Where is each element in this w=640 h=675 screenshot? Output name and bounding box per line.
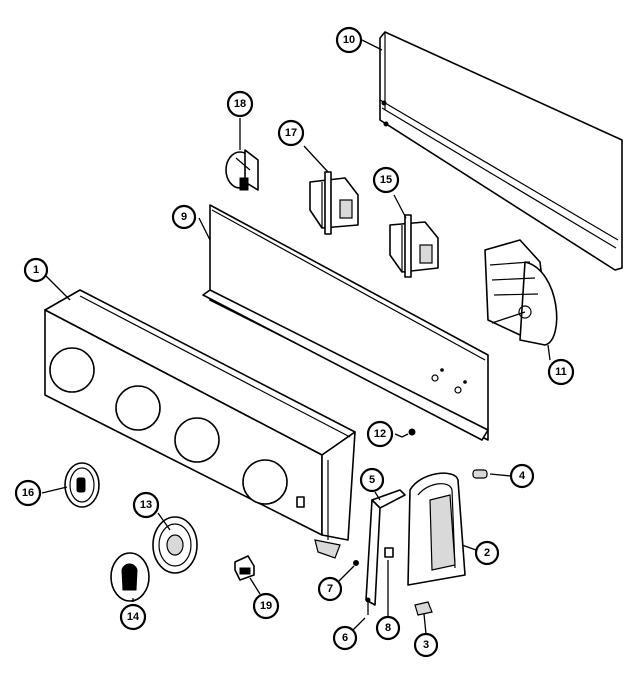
callout-13: 13 bbox=[132, 491, 160, 519]
leader-15 bbox=[393, 194, 407, 219]
svg-text:18: 18 bbox=[234, 98, 246, 110]
leader-11 bbox=[547, 344, 551, 361]
callout-3: 3 bbox=[413, 632, 439, 658]
part-9-back-panel bbox=[202, 204, 489, 441]
part-8-clip bbox=[384, 547, 394, 558]
svg-text:11: 11 bbox=[555, 366, 567, 378]
leader-7 bbox=[337, 565, 355, 583]
leader-16 bbox=[41, 486, 68, 494]
part-5-trim-strip bbox=[365, 489, 406, 606]
part-12-screw bbox=[401, 428, 416, 438]
part-15-switch bbox=[389, 214, 439, 278]
part-11-control-unit bbox=[484, 239, 558, 346]
callout-1: 1 bbox=[23, 257, 49, 283]
callout-14: 14 bbox=[119, 603, 147, 631]
svg-text:14: 14 bbox=[127, 611, 140, 623]
leader-2 bbox=[461, 544, 477, 551]
svg-text:9: 9 bbox=[181, 211, 187, 223]
svg-text:6: 6 bbox=[342, 632, 348, 644]
part-1-console bbox=[44, 289, 356, 559]
leader-17 bbox=[303, 145, 329, 173]
leader-19 bbox=[249, 577, 261, 595]
svg-text:2: 2 bbox=[484, 547, 490, 559]
callout-4: 4 bbox=[509, 463, 535, 489]
callout-11: 11 bbox=[547, 358, 575, 386]
part-10-rear-panel bbox=[379, 31, 623, 271]
callout-16: 16 bbox=[14, 479, 42, 507]
svg-text:19: 19 bbox=[260, 600, 272, 612]
leader-13 bbox=[157, 512, 171, 531]
part-16-knob bbox=[64, 462, 100, 508]
callout-8: 8 bbox=[375, 615, 401, 641]
svg-text:15: 15 bbox=[380, 174, 392, 186]
callout-19: 19 bbox=[252, 592, 280, 620]
part-7-screw bbox=[353, 560, 359, 566]
svg-text:13: 13 bbox=[140, 499, 152, 511]
svg-text:10: 10 bbox=[343, 34, 355, 46]
part-13-dial bbox=[152, 516, 198, 574]
callout-7: 7 bbox=[317, 576, 343, 602]
part-14-knob bbox=[110, 552, 150, 602]
part-4-clip bbox=[472, 469, 488, 479]
callout-10: 10 bbox=[335, 26, 363, 54]
svg-text:1: 1 bbox=[33, 264, 39, 276]
leader-9 bbox=[198, 217, 211, 241]
leader-lines bbox=[41, 39, 551, 637]
callout-17: 17 bbox=[277, 119, 305, 147]
callout-9: 9 bbox=[171, 204, 197, 230]
svg-text:5: 5 bbox=[369, 474, 375, 486]
leader-1 bbox=[45, 275, 71, 301]
part-19-block bbox=[234, 555, 255, 581]
callout-18: 18 bbox=[226, 90, 254, 118]
callout-12: 12 bbox=[366, 420, 394, 448]
part-2-end-cap bbox=[407, 472, 466, 586]
leader-5 bbox=[374, 491, 381, 501]
part-3-bracket bbox=[414, 601, 433, 616]
svg-text:8: 8 bbox=[385, 622, 391, 634]
part-6-screw bbox=[365, 597, 371, 615]
leader-12 bbox=[394, 433, 403, 438]
callout-2: 2 bbox=[474, 540, 500, 566]
callout-15: 15 bbox=[372, 166, 400, 194]
svg-text:12: 12 bbox=[374, 428, 386, 440]
part-17-switch bbox=[309, 171, 359, 235]
callout-6: 6 bbox=[332, 625, 358, 651]
svg-text:16: 16 bbox=[22, 487, 34, 499]
svg-text:4: 4 bbox=[519, 470, 526, 482]
svg-text:17: 17 bbox=[285, 127, 297, 139]
svg-text:7: 7 bbox=[327, 583, 333, 595]
part-18-hinge-bracket bbox=[225, 149, 259, 191]
svg-text:3: 3 bbox=[423, 639, 429, 651]
leader-10 bbox=[361, 39, 383, 51]
leader-3 bbox=[423, 613, 427, 635]
leader-4 bbox=[489, 473, 512, 477]
callout-5: 5 bbox=[359, 467, 385, 493]
